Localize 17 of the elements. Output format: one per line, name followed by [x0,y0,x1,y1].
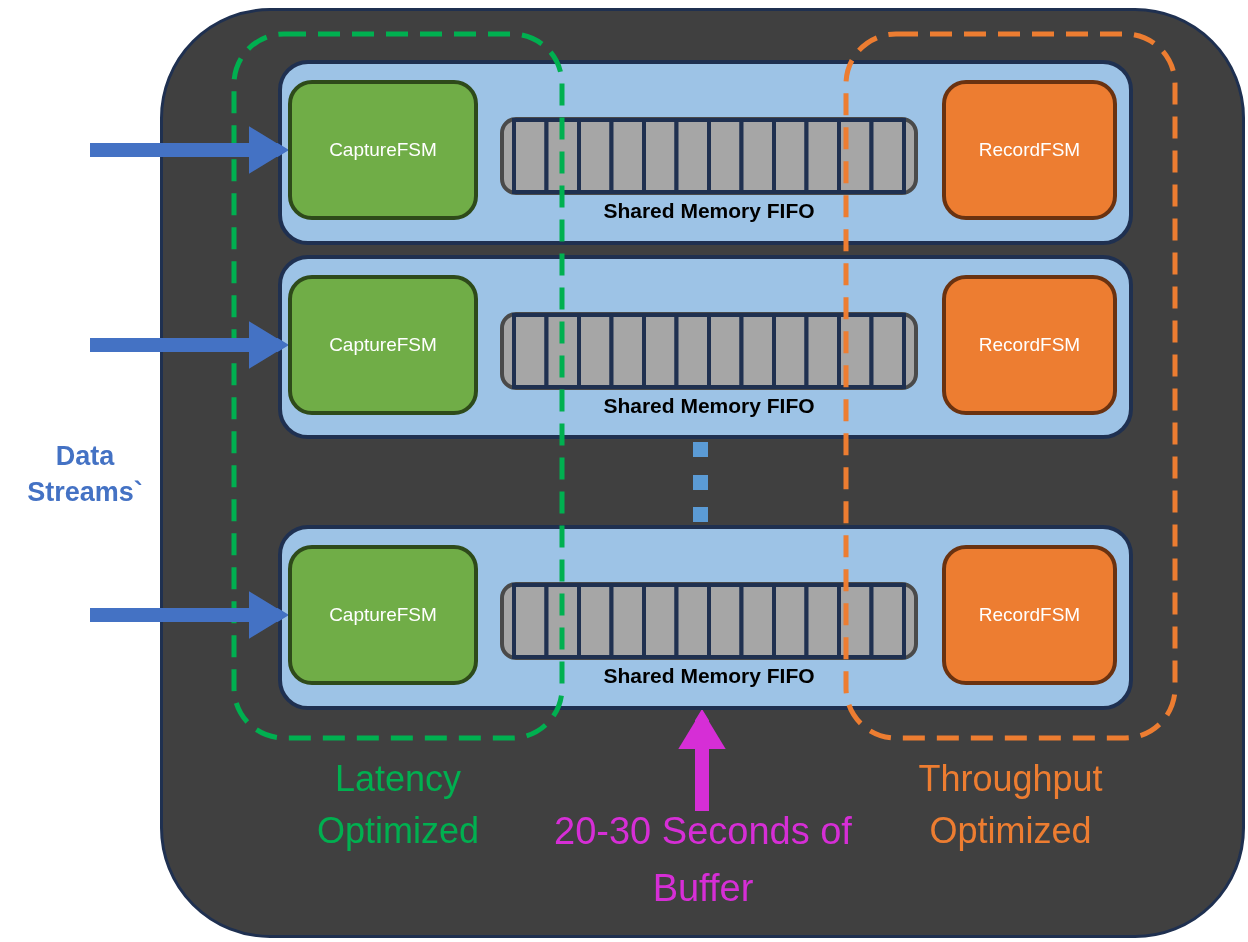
buffer-note: 20-30 Seconds of Buffer [548,803,858,928]
arrow [678,710,726,811]
arrow [90,126,288,174]
fifo-label: Shared Memory FIFO [602,664,816,688]
record-fsm-block: RecordFSM [942,545,1117,685]
capture-fsm-block: CaptureFSM [288,80,478,220]
arrow [90,591,288,639]
arrow [90,321,288,369]
capture-fsm-block: CaptureFSM [288,545,478,685]
region-label: Latency Optimized [315,757,481,854]
record-fsm-block: RecordFSM [942,80,1117,220]
fifo-label: Shared Memory FIFO [602,394,816,418]
capture-fsm-block: CaptureFSM [288,275,478,415]
fifo-label: Shared Memory FIFO [602,199,816,223]
record-fsm-block: RecordFSM [942,275,1117,415]
region-label: Throughput Optimized [917,757,1104,854]
side-label: Data Streams` [26,440,144,510]
